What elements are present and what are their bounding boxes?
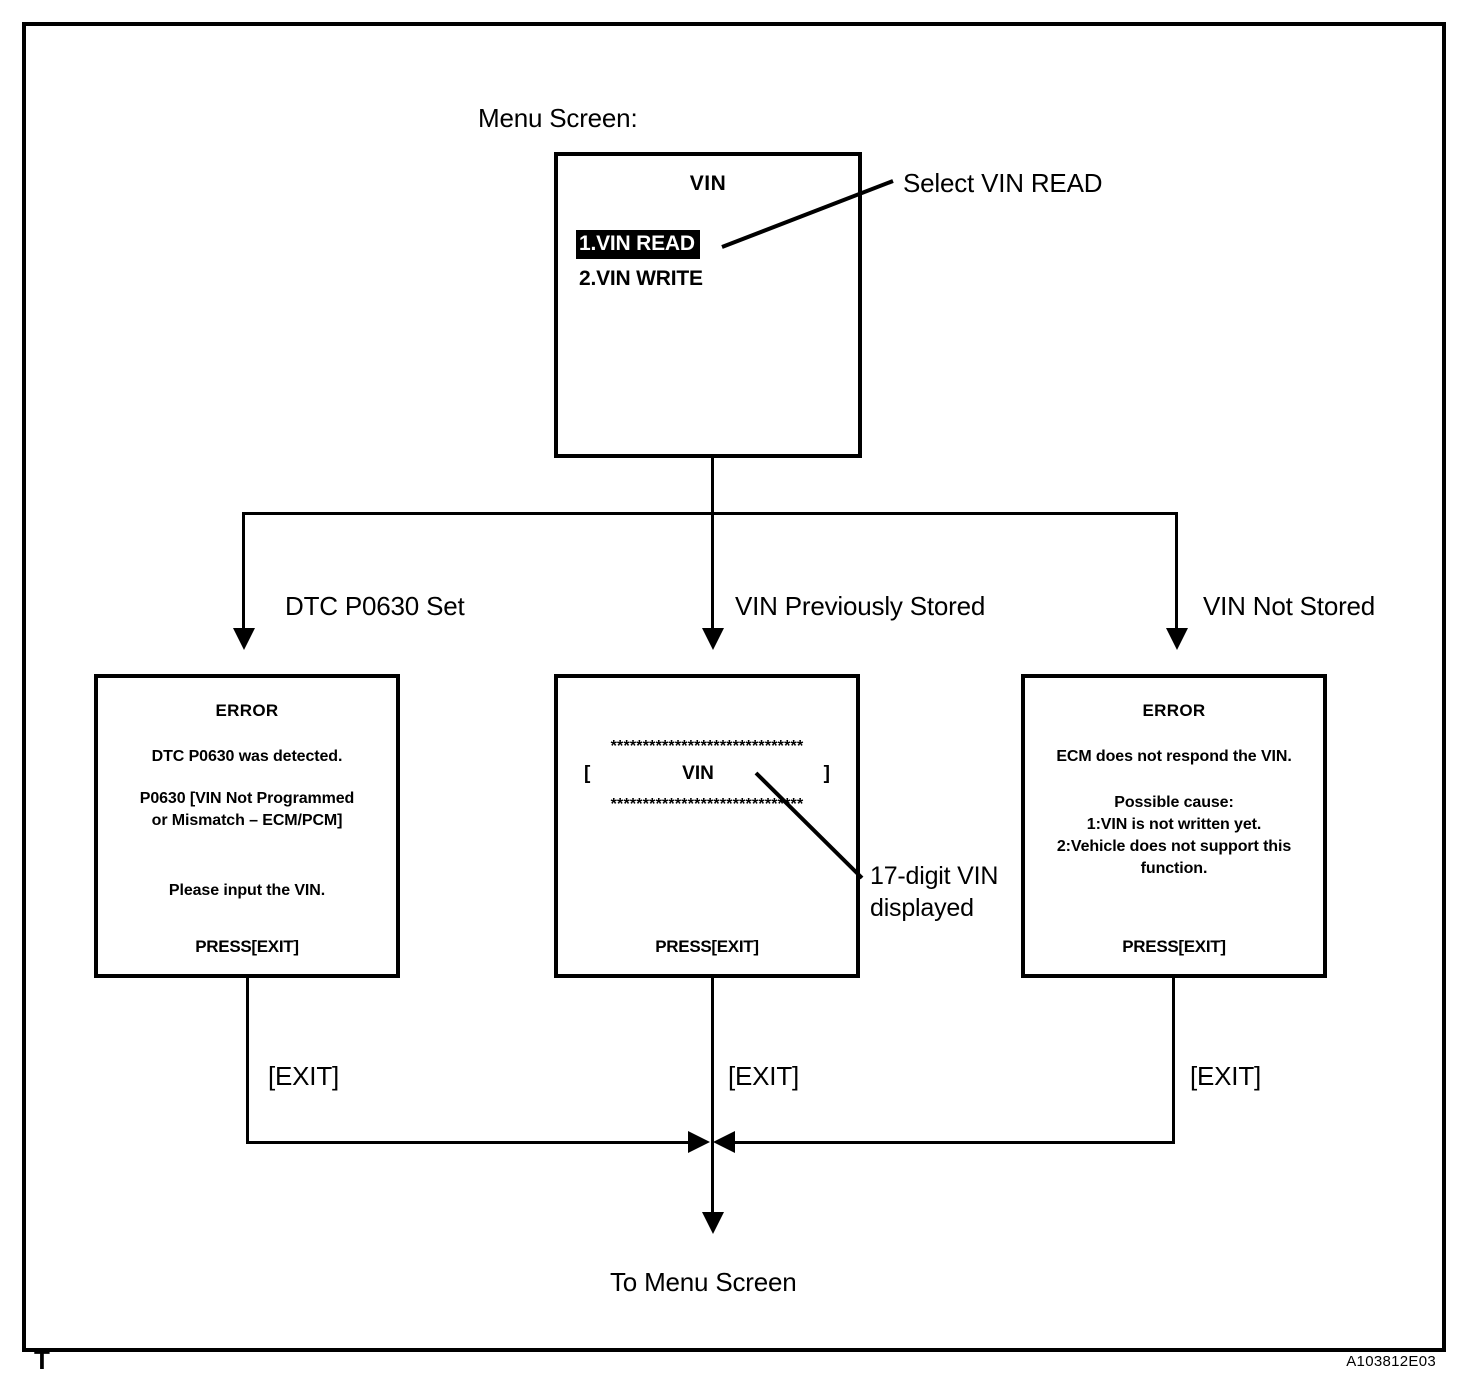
not-stored-error-line-3: 1:VIN is not written yet. — [1086, 816, 1262, 833]
exit-label-middle: [EXIT] — [728, 1061, 800, 1091]
figure-code-label: A103812E03 — [1346, 1353, 1436, 1370]
dtc-error-screen-box: ERROR DTC P0630 was detected. P0630 [VIN… — [94, 674, 400, 978]
not-stored-error-line-1: ECM does not respond the VIN. — [1056, 748, 1292, 765]
flow-line-branch-middle — [711, 512, 714, 632]
arrow-branch-middle — [702, 628, 724, 650]
dtc-error-line-3: or Mismatch – ECM/PCM] — [151, 812, 343, 829]
exit-line-right-horizontal — [735, 1141, 1175, 1144]
exit-line-left-horizontal — [246, 1141, 689, 1144]
menu-screen-caption: Menu Screen: — [478, 103, 638, 133]
arrow-merge-right — [713, 1131, 735, 1153]
vin-callout-line-2: displayed — [870, 894, 974, 922]
arrow-branch-right — [1166, 628, 1188, 650]
vin-display-screen-box: ****************************** [ VIN ] *… — [554, 674, 860, 978]
exit-line-right-vertical — [1172, 978, 1175, 1144]
page-border — [22, 22, 1446, 1352]
flow-split-bar — [242, 512, 1178, 515]
vin-stars-top: ****************************** — [610, 738, 804, 755]
branch-label-dtc: DTC P0630 Set — [285, 591, 465, 621]
vin-callout-line-1: 17-digit VIN — [870, 862, 999, 890]
exit-line-left-vertical — [246, 978, 249, 1144]
dtc-error-title: ERROR — [215, 701, 279, 720]
exit-label-right: [EXIT] — [1190, 1061, 1262, 1091]
vin-display-press-exit: PRESS[EXIT] — [655, 937, 759, 956]
exit-line-middle-vertical — [711, 978, 714, 1216]
flow-line-branch-left — [242, 512, 245, 632]
arrow-branch-left — [233, 628, 255, 650]
not-stored-error-line-2: Possible cause: — [1114, 794, 1234, 811]
arrow-to-menu-screen — [702, 1212, 724, 1234]
dtc-error-line-1: DTC P0630 was detected. — [151, 748, 343, 765]
menu-item-vin-read[interactable]: 1.VIN READ — [576, 230, 700, 259]
vin-bracket-open: [ — [584, 763, 591, 784]
vin-label: VIN — [682, 763, 714, 784]
branch-label-vin-stored: VIN Previously Stored — [735, 591, 986, 621]
not-stored-error-line-5: function. — [1140, 860, 1208, 877]
exit-label-left: [EXIT] — [268, 1061, 340, 1091]
vin-stars-bottom: ****************************** — [610, 796, 804, 813]
vin-bracket-close: ] — [823, 763, 830, 784]
to-menu-screen-label: To Menu Screen — [610, 1267, 797, 1297]
dtc-error-line-4: Please input the VIN. — [168, 882, 326, 899]
not-stored-error-press-exit: PRESS[EXIT] — [1122, 937, 1226, 956]
flow-line-branch-right — [1175, 512, 1178, 632]
flow-line-menu-down — [711, 456, 714, 514]
dtc-error-line-2: P0630 [VIN Not Programmed — [139, 790, 355, 807]
not-stored-error-title: ERROR — [1142, 701, 1206, 720]
menu-item-vin-write[interactable]: 2.VIN WRITE — [579, 267, 703, 290]
select-vin-read-callout: Select VIN READ — [903, 168, 1103, 198]
menu-screen-box: VIN 1.VIN READ 2.VIN WRITE — [554, 152, 862, 458]
branch-label-vin-not-stored: VIN Not Stored — [1203, 591, 1376, 621]
not-stored-error-screen-box: ERROR ECM does not respond the VIN. Poss… — [1021, 674, 1327, 978]
corner-mark-t: T — [34, 1345, 50, 1375]
dtc-error-press-exit: PRESS[EXIT] — [195, 937, 299, 956]
menu-screen-title: VIN — [689, 172, 727, 195]
not-stored-error-line-4: 2:Vehicle does not support this — [1056, 838, 1292, 855]
arrow-merge-left — [688, 1131, 710, 1153]
